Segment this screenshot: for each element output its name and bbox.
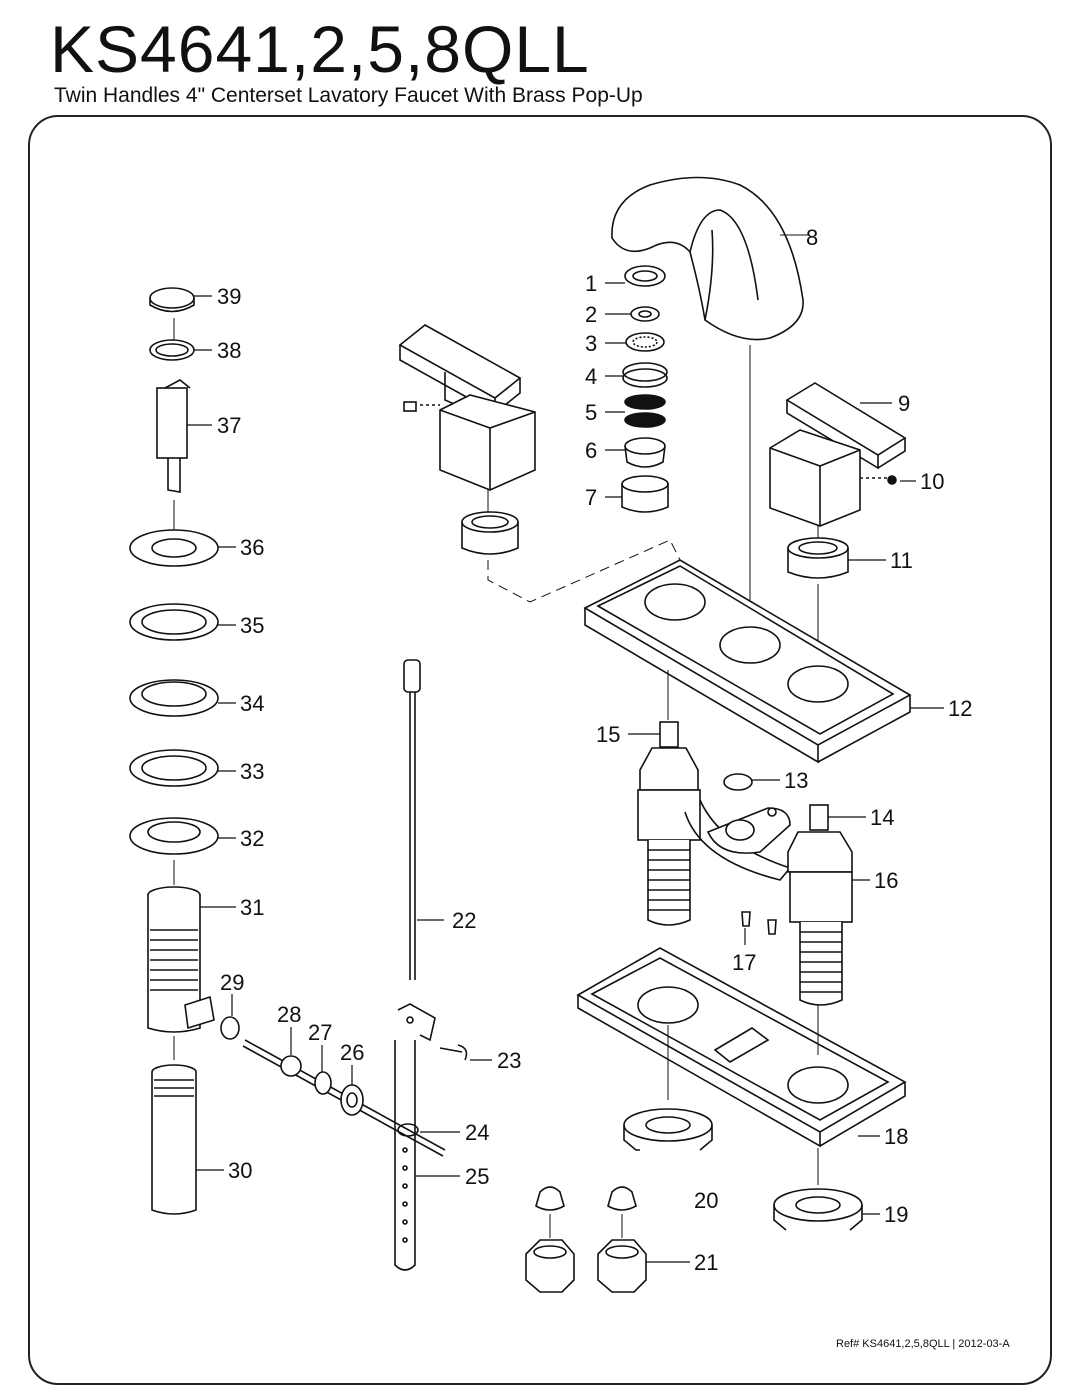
part-label-35: 35 xyxy=(240,613,264,638)
part-label-29: 29 xyxy=(220,970,244,995)
part-label-38: 38 xyxy=(217,338,241,363)
part-label-22: 22 xyxy=(452,908,476,933)
part-label-26: 26 xyxy=(340,1040,364,1065)
part-label-37: 37 xyxy=(217,413,241,438)
pop-up-rod-drawing xyxy=(394,659,468,1271)
deck-plate-drawing xyxy=(583,559,912,764)
part-label-16: 16 xyxy=(874,868,898,893)
part-label-11: 11 xyxy=(890,548,913,573)
model-number: KS4641,2,5,8QLL xyxy=(50,12,590,86)
part-label-1: 1 xyxy=(585,271,597,296)
right-handle-drawing xyxy=(769,382,907,579)
part-label-23: 23 xyxy=(497,1048,521,1073)
part-label-32: 32 xyxy=(240,826,264,851)
part-label-20: 20 xyxy=(694,1188,718,1213)
valve-body-drawing xyxy=(637,670,853,1006)
part-label-15: 15 xyxy=(596,722,620,747)
part-label-3: 3 xyxy=(585,331,597,356)
part-label-9: 9 xyxy=(898,391,910,416)
spout-drawing xyxy=(611,176,804,341)
aerator-parts-drawing xyxy=(621,265,669,513)
part-label-2: 2 xyxy=(585,302,597,327)
part-label-14: 14 xyxy=(870,805,894,830)
part-label-12: 12 xyxy=(948,696,972,721)
part-label-18: 18 xyxy=(884,1124,908,1149)
coupling-nut-drawing xyxy=(525,1186,647,1293)
part-label-27: 27 xyxy=(308,1020,332,1045)
part-label-13: 13 xyxy=(784,768,808,793)
part-labels: 39 38 37 36 35 34 33 32 31 30 29 28 27 2… xyxy=(217,225,972,1275)
base-gasket-drawing xyxy=(576,947,907,1148)
part-label-39: 39 xyxy=(217,284,241,309)
part-label-5: 5 xyxy=(585,400,597,425)
leader-lines xyxy=(187,282,944,1263)
part-label-24: 24 xyxy=(465,1120,489,1145)
part-label-25: 25 xyxy=(465,1164,489,1189)
part-label-10: 10 xyxy=(920,469,944,494)
part-label-28: 28 xyxy=(277,1002,301,1027)
part-label-33: 33 xyxy=(240,759,264,784)
part-label-4: 4 xyxy=(585,364,597,389)
diagram-frame xyxy=(28,115,1052,1385)
part-label-21: 21 xyxy=(694,1250,718,1275)
part-label-6: 6 xyxy=(585,438,597,463)
part-label-7: 7 xyxy=(585,485,597,510)
product-subtitle: Twin Handles 4" Centerset Lavatory Fauce… xyxy=(54,84,643,107)
part-label-8: 8 xyxy=(806,225,818,250)
part-label-36: 36 xyxy=(240,535,264,560)
part-label-31: 31 xyxy=(240,895,264,920)
part-label-19: 19 xyxy=(884,1202,908,1227)
part-label-17: 17 xyxy=(732,950,756,975)
part-label-30: 30 xyxy=(228,1158,252,1183)
reference-note: Ref# KS4641,2,5,8QLL | 2012-03-A xyxy=(836,1338,1010,1350)
part-label-34: 34 xyxy=(240,691,264,716)
left-handle-drawing xyxy=(398,324,536,555)
lock-nut-drawing xyxy=(623,1108,863,1231)
drain-body-drawing xyxy=(129,287,219,1215)
